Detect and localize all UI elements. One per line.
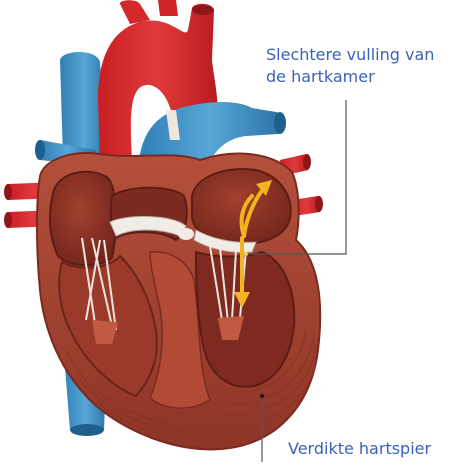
- pulmonary-artery-opening: [274, 112, 286, 134]
- aortic-branch-2: [158, 0, 178, 16]
- aortic-branch-1: [120, 0, 150, 24]
- label-reduced-filling-line2: de hartkamer: [266, 66, 451, 88]
- inferior-vena-cava-opening: [70, 424, 104, 436]
- label-reduced-filling-line1: Slechtere vulling van: [266, 44, 451, 66]
- aortic-valve: [178, 228, 194, 240]
- label-thickened-muscle: Verdikte hartspier: [288, 438, 431, 460]
- left-ventricle: [196, 252, 294, 387]
- label-reduced-filling: Slechtere vulling van de hartkamer: [266, 44, 451, 88]
- aorta-opening: [192, 5, 214, 15]
